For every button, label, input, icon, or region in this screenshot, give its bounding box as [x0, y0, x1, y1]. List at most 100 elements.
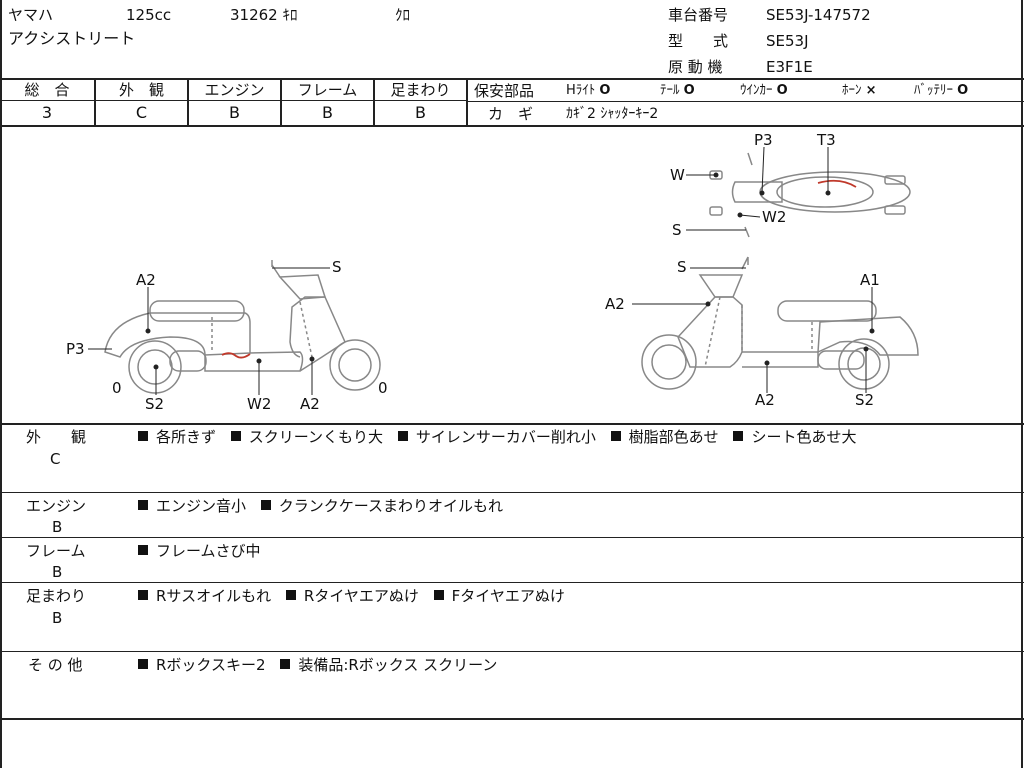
scooter-left-view [104, 260, 381, 394]
right-headlight-cowl [698, 274, 744, 298]
grade-value-exterior: C [135, 103, 148, 122]
remarks-rule-2 [0, 537, 1024, 538]
frame-no: SE53J-147572 [766, 6, 871, 24]
bullet-icon [733, 431, 744, 441]
right-seat [777, 300, 877, 322]
safety-headlight: Hﾗｲﾄ O [566, 82, 610, 100]
grade-value-suspension: B [415, 103, 426, 122]
remark-grade-exterior: C [50, 450, 61, 468]
dot-top-p3 [759, 190, 765, 196]
engine-label: 原 動 機 [668, 58, 723, 76]
top-rear-light-right [884, 205, 906, 215]
bullet-icon [230, 431, 241, 441]
right-front-wheel [641, 334, 697, 390]
remark-items-frame: フレームさび中 [138, 542, 271, 560]
remark-item: シート色あせ大 [751, 428, 857, 446]
top-mirror-right [709, 206, 723, 216]
label-top-p3: P3 [754, 131, 773, 149]
dot-right-a2 [705, 301, 711, 307]
safety-battery-mark: O [957, 83, 969, 98]
remark-category-suspension: 足まわり [26, 587, 87, 605]
bullet-icon [397, 431, 408, 441]
left-front-leg-shield [289, 296, 346, 372]
safety-horn-name: ﾎｰﾝ [842, 83, 862, 98]
scooter-diagram-svg: S A2 P3 0 S2 W2 A2 0 P3 T3 W W2 S S A2 A… [66, 131, 919, 413]
left-muffler [169, 350, 207, 372]
left-rear-wheel [128, 340, 182, 394]
frame-left-border [0, 0, 2, 768]
top-rear-light-left [884, 175, 906, 185]
right-rear-body [817, 316, 919, 356]
color: ｸﾛ [395, 6, 411, 24]
grade-value-overall: 3 [41, 103, 53, 122]
grade-value-engine: B [229, 103, 240, 122]
remarks-bottom-rule [0, 718, 1024, 720]
bullet-icon [610, 431, 621, 441]
grades-mid-rule [0, 100, 467, 101]
dot-left-a2-bottom [309, 356, 315, 362]
dot-top-w2 [737, 212, 743, 218]
right-rear-wheel [838, 338, 890, 390]
leader-top-p3 [761, 146, 765, 194]
safety-winker-mark: O [776, 83, 788, 98]
remark-items-suspension: Rサスオイルもれ Rタイヤエアぬけ Fタイヤエアぬけ [138, 587, 575, 605]
label-right-a2: A2 [605, 295, 625, 313]
remark-item: Rボックスキー2 [156, 656, 266, 674]
label-left-p3: P3 [66, 340, 85, 358]
bullet-icon [138, 545, 148, 555]
frame-no-label: 車台番号 [668, 6, 729, 24]
safety-label: 保安部品 [474, 82, 535, 100]
dot-left-s2 [153, 364, 159, 370]
col-divider-2 [187, 78, 189, 126]
grade-label-overall: 総 合 [24, 81, 70, 99]
remark-category-frame: フレーム [26, 542, 86, 560]
dot-top-t3 [825, 190, 831, 196]
remark-items-other: Rボックスキー2 装備品:Rボックス スクリーン [138, 656, 507, 674]
bullet-icon [433, 590, 444, 600]
dot-right-a1 [869, 328, 875, 334]
remark-item: クランクケースまわりオイルもれ [278, 497, 504, 515]
top-front-shield [731, 181, 783, 203]
remark-items-exterior: 各所きず スクリーンくもり大 サイレンサーカバー削れ小 樹脂部色あせ シート色あ… [138, 428, 866, 446]
right-front-leg-shield [677, 296, 743, 368]
model-name: アクシストリート [8, 29, 136, 48]
left-damage-mark [221, 352, 251, 359]
remark-category-engine: エンジン [26, 497, 87, 515]
dot-right-s2 [863, 346, 869, 352]
label-left-s2: S2 [145, 395, 164, 413]
frame-right-border [1021, 0, 1023, 768]
label-right-s2: S2 [855, 391, 874, 409]
label-top-t3: T3 [816, 131, 836, 149]
safety-headlight-mark: O [599, 83, 611, 98]
remark-item: Fタイヤエアぬけ [451, 587, 565, 605]
bullet-icon [138, 431, 148, 441]
grade-label-exterior: 外 観 [118, 81, 164, 99]
label-left-a2: A2 [136, 271, 156, 289]
safety-battery-name: ﾊﾞｯﾃﾘｰ [914, 83, 953, 98]
right-front-wheel-hub [651, 344, 687, 380]
grades-top-rule [0, 78, 1024, 80]
label-right-a2-bottom: A2 [755, 391, 775, 409]
remark-grade-suspension: B [52, 609, 63, 627]
col-divider-4 [373, 78, 375, 126]
dot-right-a2-bottom [764, 360, 770, 366]
remarks-rule-1 [0, 492, 1024, 493]
right-muffler [817, 350, 865, 370]
remark-item: フレームさび中 [156, 542, 261, 560]
left-seat [149, 300, 245, 322]
bullet-icon [260, 500, 271, 510]
left-rear-body [104, 312, 251, 358]
remark-item: Rサスオイルもれ [156, 587, 272, 605]
safety-taillight-name: ﾃｰﾙ [660, 83, 680, 98]
bullet-icon [138, 500, 148, 510]
remarks-rule-4 [0, 651, 1024, 652]
scooter-right-view [641, 256, 919, 390]
safety-taillight: ﾃｰﾙ O [660, 82, 695, 100]
remark-category-exterior: 外 観 [26, 428, 87, 446]
bullet-icon [138, 590, 148, 600]
bullet-icon [285, 590, 296, 600]
grade-label-engine: エンジン [204, 81, 265, 99]
label-left-zero-l: 0 [112, 379, 122, 397]
bullet-icon [138, 659, 148, 669]
col-divider-3 [280, 78, 282, 126]
